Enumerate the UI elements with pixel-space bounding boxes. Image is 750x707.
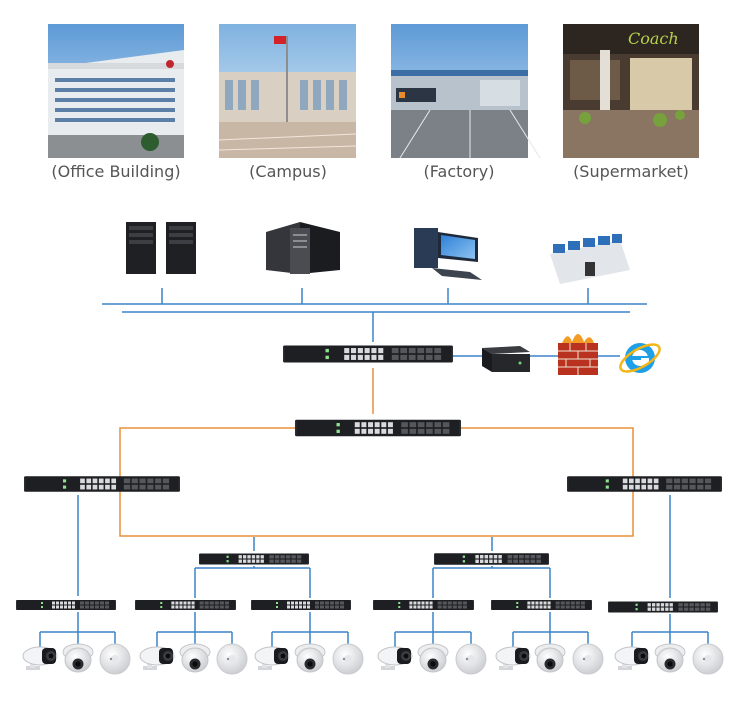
location-caption-office: (Office Building) xyxy=(51,162,181,181)
orange-backbone-links xyxy=(119,368,634,537)
office-building-photo xyxy=(48,24,184,158)
supermarket-photo: Coach xyxy=(563,24,699,158)
workstation-computer-icon xyxy=(414,228,482,280)
access-switch xyxy=(608,601,718,613)
firewall-icon xyxy=(558,334,598,375)
camera-group xyxy=(377,643,487,675)
rack-server-icon xyxy=(266,222,340,274)
bullet-camera-icon xyxy=(614,646,650,671)
core-switch xyxy=(283,345,453,363)
location-caption-supermarket: (Supermarket) xyxy=(573,162,689,181)
dome-camera-icon xyxy=(654,643,686,673)
access-switch xyxy=(373,599,474,611)
bullet-camera-icon xyxy=(377,646,413,671)
factory-photo xyxy=(391,24,541,159)
dome-camera-icon xyxy=(294,643,326,673)
dome-camera-icon xyxy=(534,643,566,673)
access-switch xyxy=(491,599,592,611)
access-switch xyxy=(251,600,351,610)
access-switch xyxy=(16,600,116,610)
location-caption-factory: (Factory) xyxy=(423,162,495,181)
ceiling-camera-icon xyxy=(572,643,604,675)
location-caption-campus: (Campus) xyxy=(249,162,327,181)
dome-camera-icon xyxy=(62,643,94,673)
distribution-switch-mid-right xyxy=(434,553,549,565)
ceiling-camera-icon xyxy=(99,643,131,675)
blue-network-links xyxy=(39,288,709,648)
bullet-camera-icon xyxy=(495,646,531,671)
access-switch xyxy=(135,599,236,611)
store-sign-text: Coach xyxy=(628,29,679,48)
camera-group xyxy=(495,643,604,675)
router-icon xyxy=(482,346,530,372)
camera-group xyxy=(22,643,131,675)
camera-group xyxy=(614,643,724,675)
bullet-camera-icon xyxy=(22,646,58,671)
monitoring-console-icon xyxy=(550,234,630,284)
ceiling-camera-icon xyxy=(455,643,487,675)
campus-photo xyxy=(218,24,357,158)
internet-explorer-icon xyxy=(619,343,661,373)
ceiling-camera-icon xyxy=(332,643,364,675)
ceiling-camera-icon xyxy=(216,643,248,675)
ceiling-camera-icon xyxy=(692,643,724,675)
dome-camera-icon xyxy=(417,643,449,673)
server-tower-icon xyxy=(126,222,196,274)
aggregation-switch xyxy=(295,419,461,437)
bullet-camera-icon xyxy=(139,646,175,671)
bullet-camera-icon xyxy=(254,646,290,671)
camera-group xyxy=(254,643,364,675)
distribution-switch-mid-left xyxy=(199,553,309,565)
camera-group xyxy=(139,643,248,675)
distribution-switch-right xyxy=(567,476,722,492)
distribution-switch-left xyxy=(24,476,180,492)
dome-camera-icon xyxy=(179,643,211,673)
